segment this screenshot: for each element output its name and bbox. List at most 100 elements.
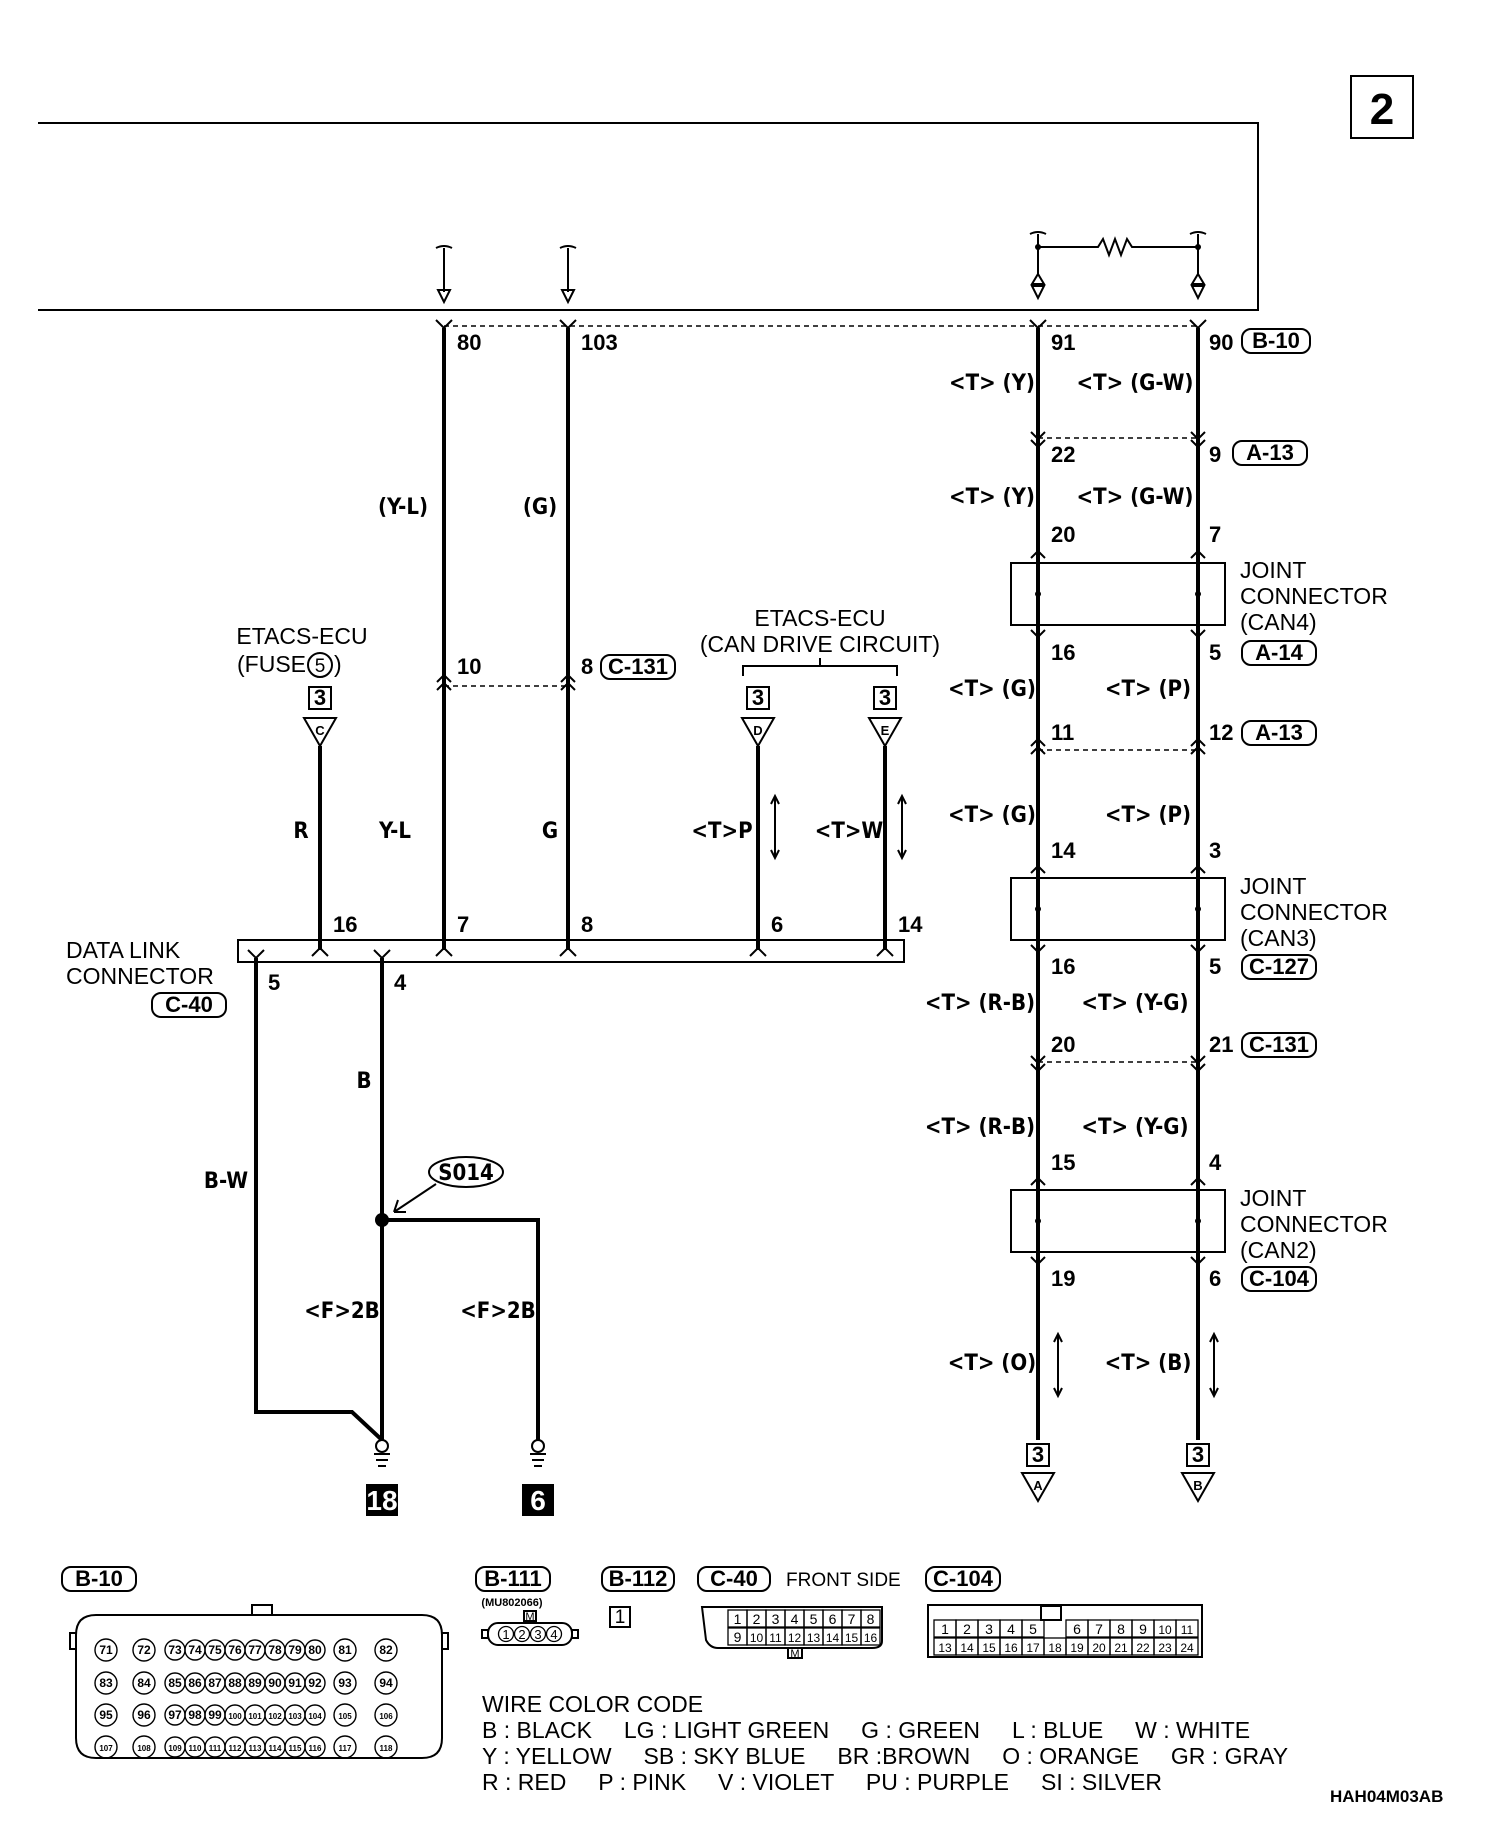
c40-pin: 15 <box>841 1627 862 1646</box>
color-code-row3: R : RED P : PINK V : VIOLET PU : PURPLE … <box>482 1769 1162 1795</box>
seg5-right: <T> (Y-G) <box>1081 991 1188 1016</box>
c104-pin: 2 <box>955 1619 979 1638</box>
c104-pin: 14 <box>955 1637 979 1656</box>
jc3-label-3: (CAN3) <box>1240 925 1317 951</box>
c104-pin: 3 <box>977 1619 1001 1638</box>
b10-pin: 94 <box>374 1671 398 1695</box>
svg-text:6: 6 <box>1073 1621 1081 1637</box>
svg-text:5: 5 <box>810 1611 818 1627</box>
svg-text:100: 100 <box>228 1712 242 1721</box>
b10-pin: 107 <box>94 1735 118 1759</box>
b10-pin: 99 <box>204 1704 226 1726</box>
jc4-pin-5: 5 <box>1209 640 1221 665</box>
svg-text:86: 86 <box>188 1676 202 1690</box>
svg-text:10: 10 <box>750 1631 764 1645</box>
svg-text:104: 104 <box>308 1712 322 1721</box>
svg-text:18: 18 <box>1048 1641 1062 1655</box>
c104-pin: 9 <box>1131 1619 1155 1638</box>
c104-pin: 24 <box>1175 1637 1199 1656</box>
c40-pin: 8 <box>860 1609 881 1628</box>
etacs-can-title: ETACS-ECU <box>754 605 885 631</box>
seg3-left: <T> (G) <box>948 677 1036 702</box>
c40-pin: 5 <box>803 1609 824 1628</box>
dlc-pin-8: 8 <box>581 912 593 937</box>
c104-pin: 15 <box>977 1637 1001 1656</box>
legend-b112-code: B-112 <box>609 1566 668 1591</box>
data-link-connector: 16 7 8 6 14 5 4 DATA LINK CONNECTOR C-40 <box>66 912 923 1018</box>
c131-pin-20: 20 <box>1051 1032 1075 1057</box>
b10-pin: 72 <box>132 1638 156 1662</box>
wire-label-tw: <T>W <box>815 819 884 844</box>
etacs-fuse-close: ) <box>334 651 342 677</box>
c40-pin: 6 <box>822 1609 843 1628</box>
legend-b112-pin: 1 <box>615 1607 626 1628</box>
svg-text:5: 5 <box>1029 1621 1037 1637</box>
a13-pin-12: 12 <box>1209 720 1233 745</box>
svg-text:93: 93 <box>338 1676 352 1690</box>
svg-text:9: 9 <box>1139 1621 1147 1637</box>
page-ref-c: 3 <box>314 685 326 710</box>
jc4-pin-20: 20 <box>1051 522 1075 547</box>
svg-text:74: 74 <box>188 1643 202 1657</box>
svg-text:117: 117 <box>339 1744 352 1753</box>
svg-text:2: 2 <box>963 1621 971 1637</box>
drawing-id: HAH04M03AB <box>1330 1787 1443 1806</box>
c104-pin: 5 <box>1021 1619 1045 1638</box>
svg-text:2: 2 <box>753 1611 761 1627</box>
b10-pin: 79 <box>284 1639 306 1661</box>
b10-pin: 80 <box>304 1639 326 1661</box>
jc2-pin-6: 6 <box>1209 1266 1221 1291</box>
c40-pin: 13 <box>803 1627 824 1646</box>
svg-text:3: 3 <box>534 1627 541 1642</box>
b10-pin: 105 <box>333 1703 357 1727</box>
a13-pin-11: 11 <box>1051 720 1074 745</box>
svg-text:78: 78 <box>268 1643 282 1657</box>
c104-pin: 16 <box>999 1637 1023 1656</box>
svg-text:11: 11 <box>1181 1623 1194 1637</box>
page-ref-e: 3 <box>879 685 891 710</box>
svg-text:24: 24 <box>1180 1641 1194 1655</box>
svg-text:118: 118 <box>380 1744 393 1753</box>
dlc-name-line2: CONNECTOR <box>66 963 214 989</box>
jc4-label-1: JOINT <box>1240 557 1306 583</box>
legend-c40-code: C-40 <box>710 1566 758 1591</box>
pin-8: 8 <box>581 654 593 679</box>
dlc-pin-16: 16 <box>333 912 357 937</box>
seg5-left: <T> (R-B) <box>925 991 1035 1016</box>
connector-code-a13-b: A-13 <box>1255 720 1303 745</box>
b10-pin: 87 <box>204 1672 226 1694</box>
dlc-pin-7: 7 <box>457 912 469 937</box>
jc4-label-2: CONNECTOR <box>1240 583 1388 609</box>
pin-103: 103 <box>581 330 618 355</box>
ground-point-6: 6 <box>530 1485 546 1516</box>
splice-s014: S014 <box>438 1161 494 1186</box>
c40-pin: 12 <box>784 1627 805 1646</box>
wire-label-g-paren: (G) <box>523 495 557 520</box>
svg-text:79: 79 <box>288 1643 302 1657</box>
svg-text:2: 2 <box>518 1627 525 1642</box>
connector-code-a13: A-13 <box>1246 440 1294 465</box>
dlc-pin-5: 5 <box>268 970 280 995</box>
b10-pin: 109 <box>164 1736 186 1758</box>
svg-text:112: 112 <box>229 1744 242 1753</box>
fuse-number: 5 <box>315 656 326 677</box>
b10-pin: 113 <box>244 1736 266 1758</box>
c104-pin: 18 <box>1043 1637 1067 1656</box>
color-code-row1: B : BLACK LG : LIGHT GREEN G : GREEN L :… <box>482 1717 1250 1743</box>
etacs-fuse-source: ETACS-ECU (FUSE 5 ) 3 C R <box>236 623 368 950</box>
ref-letter-a: A <box>1033 1478 1043 1493</box>
ref-letter-e: E <box>881 723 890 738</box>
c104-pin: 8 <box>1109 1619 1133 1638</box>
c104-pin: 19 <box>1065 1637 1089 1656</box>
c104-pin: 21 <box>1109 1637 1133 1656</box>
svg-text:116: 116 <box>309 1744 322 1753</box>
svg-text:97: 97 <box>168 1708 182 1722</box>
svg-text:17: 17 <box>1026 1641 1040 1655</box>
wire-color-code: WIRE COLOR CODE B : BLACK LG : LIGHT GRE… <box>482 1691 1443 1806</box>
svg-text:8: 8 <box>867 1611 875 1627</box>
svg-text:88: 88 <box>228 1676 242 1690</box>
b111-pin: 1 <box>497 1625 515 1643</box>
c40-pin: 9 <box>727 1627 748 1646</box>
jc3-pin-14: 14 <box>1051 838 1076 863</box>
